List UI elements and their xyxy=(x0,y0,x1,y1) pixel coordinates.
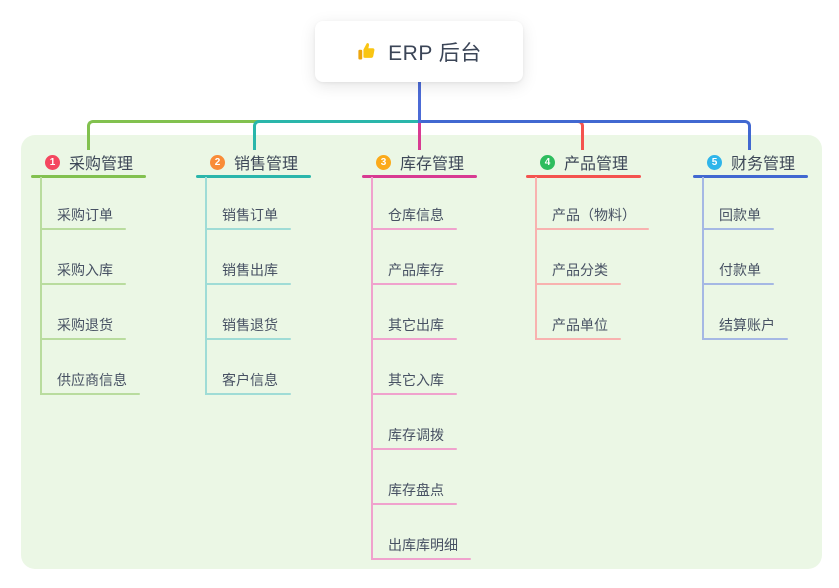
branch-4: 4 产品管理产品（物料） 产品分类产品单位 xyxy=(526,0,696,588)
branch-2-label: 销售管理 xyxy=(234,156,299,173)
branch-5-underline xyxy=(693,175,808,178)
branch-4-child-2[interactable]: 产品分类 xyxy=(552,262,608,278)
branch-1-underline xyxy=(31,175,146,178)
connector-branch-5 xyxy=(420,120,751,150)
thumbs-up-icon xyxy=(358,42,375,60)
branch-1-child-1-underline xyxy=(40,228,126,230)
root-drop-line xyxy=(418,82,421,123)
branch-4-trunk-line xyxy=(535,177,537,340)
branch-2: 2 销售管理销售订单销售出库销售退货客户信息 xyxy=(196,0,366,588)
root-node-label: ERP 后台 xyxy=(388,41,482,65)
branch-3-trunk-line xyxy=(371,177,373,560)
branch-5-trunk-line xyxy=(702,177,704,340)
branch-5-number-badge: 5 xyxy=(707,154,722,170)
branch-1-child-4[interactable]: 供应商信息 xyxy=(57,372,127,388)
branch-3-child-4[interactable]: 其它入库 xyxy=(388,372,444,388)
branch-3-child-3[interactable]: 其它出库 xyxy=(388,317,444,333)
branch-4-underline xyxy=(526,175,641,178)
branch-2-number-badge: 2 xyxy=(210,154,225,170)
branch-5-child-2-underline xyxy=(702,283,774,285)
branch-3-number-badge: 3 xyxy=(376,154,391,170)
branch-4-label: 产品管理 xyxy=(564,156,629,173)
branch-2-child-3[interactable]: 销售退货 xyxy=(222,317,278,333)
branch-3-child-7[interactable]: 出库库明细 xyxy=(388,537,458,553)
branch-5-child-3-underline xyxy=(702,338,788,340)
branch-4-child-3[interactable]: 产品单位 xyxy=(552,317,608,333)
branch-1-label: 采购管理 xyxy=(69,156,134,173)
branch-2-child-2[interactable]: 销售出库 xyxy=(222,262,278,278)
branch-4-heading[interactable]: 4 产品管理 xyxy=(526,151,628,173)
branches-panel xyxy=(21,135,822,569)
branch-1-number-badge: 1 xyxy=(45,154,60,170)
branch-1-child-3-underline xyxy=(40,338,126,340)
branch-3-child-5-underline xyxy=(371,448,457,450)
branch-3-child-2-underline xyxy=(371,283,457,285)
branch-3-child-4-underline xyxy=(371,393,457,395)
branch-4-child-2-underline xyxy=(535,283,621,285)
branch-5: 5 财务管理回款单付款单结算账户 xyxy=(693,0,839,588)
branch-3-heading[interactable]: 3 库存管理 xyxy=(362,151,464,173)
branch-1-child-3[interactable]: 采购退货 xyxy=(57,317,113,333)
branch-5-child-3[interactable]: 结算账户 xyxy=(719,317,775,333)
branch-2-child-3-underline xyxy=(205,338,291,340)
connector-branch-3 xyxy=(418,122,421,150)
branch-5-child-1-underline xyxy=(702,228,774,230)
branch-5-heading[interactable]: 5 财务管理 xyxy=(693,151,795,173)
branch-4-child-1[interactable]: 产品（物料） xyxy=(552,207,636,223)
branch-4-child-1-underline xyxy=(535,228,649,230)
branch-5-child-1[interactable]: 回款单 xyxy=(719,207,761,223)
branch-2-heading[interactable]: 2 销售管理 xyxy=(196,151,298,173)
branch-4-child-3-underline xyxy=(535,338,621,340)
branch-1-child-2[interactable]: 采购入库 xyxy=(57,262,113,278)
branch-3-label: 库存管理 xyxy=(400,156,465,173)
branch-5-child-2[interactable]: 付款单 xyxy=(719,262,761,278)
branch-5-label: 财务管理 xyxy=(731,156,796,173)
branch-1: 1 采购管理采购订单采购入库采购退货供应商信息 xyxy=(31,0,201,588)
branch-1-child-1[interactable]: 采购订单 xyxy=(57,207,113,223)
root-node[interactable]: ERP 后台 xyxy=(315,21,523,82)
branch-3-child-5[interactable]: 库存调拨 xyxy=(388,427,444,443)
branch-1-trunk-line xyxy=(40,177,42,395)
branch-3-underline xyxy=(362,175,477,178)
branch-3-child-1-underline xyxy=(371,228,457,230)
branch-2-trunk-line xyxy=(205,177,207,395)
branch-3-child-6-underline xyxy=(371,503,457,505)
branch-2-child-4-underline xyxy=(205,393,291,395)
branch-3: 3 库存管理仓库信息产品库存其它出库其它入库库存调拨库存盘点出库库明细 xyxy=(362,0,532,588)
branch-2-child-4[interactable]: 客户信息 xyxy=(222,372,278,388)
connector-branch-2 xyxy=(253,120,420,150)
branch-2-child-1-underline xyxy=(205,228,291,230)
branch-3-child-6[interactable]: 库存盘点 xyxy=(388,482,444,498)
branch-1-heading[interactable]: 1 采购管理 xyxy=(31,151,133,173)
branch-2-underline xyxy=(196,175,311,178)
branch-1-child-2-underline xyxy=(40,283,126,285)
branch-4-number-badge: 4 xyxy=(540,154,555,170)
branch-2-child-2-underline xyxy=(205,283,291,285)
branch-2-child-1[interactable]: 销售订单 xyxy=(222,207,278,223)
branch-3-child-1[interactable]: 仓库信息 xyxy=(388,207,444,223)
branch-3-child-2[interactable]: 产品库存 xyxy=(388,262,444,278)
branch-3-child-3-underline xyxy=(371,338,457,340)
branch-3-child-7-underline xyxy=(371,558,471,560)
branch-1-child-4-underline xyxy=(40,393,140,395)
